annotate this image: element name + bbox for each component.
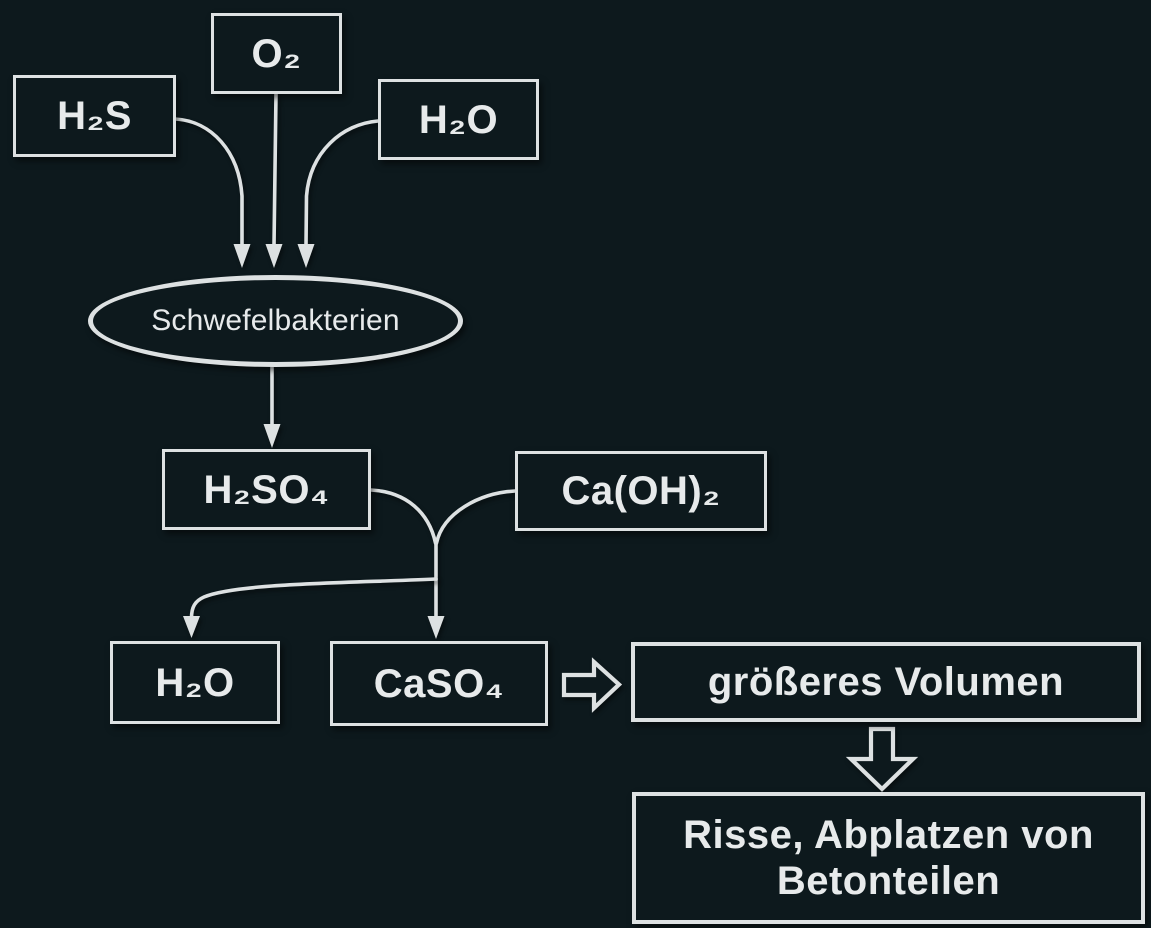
arrow-merge-to-caso4 [369, 488, 517, 639]
node-o2: O₂ [211, 13, 342, 94]
node-caoh2: Ca(OH)₂ [515, 451, 767, 531]
block-arrow-down-icon [845, 726, 919, 792]
arrow-bacteria-to-h2so4 [263, 365, 281, 448]
node-h2s: H₂S [13, 75, 176, 157]
arrow-h2s-to-bacteria [173, 117, 251, 268]
arrow-branch-to-h2o [183, 577, 438, 638]
arrow-h2o-to-bacteria [297, 119, 380, 268]
node-schwefelbakterien: Schwefelbakterien [88, 275, 463, 367]
node-caso4: CaSO₄ [330, 641, 548, 726]
arrow-o2-to-bacteria [265, 92, 283, 268]
node-h2o-input: H₂O [378, 79, 539, 160]
node-groesseres-volumen: größeres Volumen [631, 642, 1141, 722]
node-risse-abplatzen: Risse, Abplatzen von Betonteilen [632, 792, 1145, 924]
node-h2o-output: H₂O [110, 641, 280, 724]
node-h2so4: H₂SO₄ [162, 449, 371, 530]
block-arrow-right-icon [561, 657, 623, 713]
